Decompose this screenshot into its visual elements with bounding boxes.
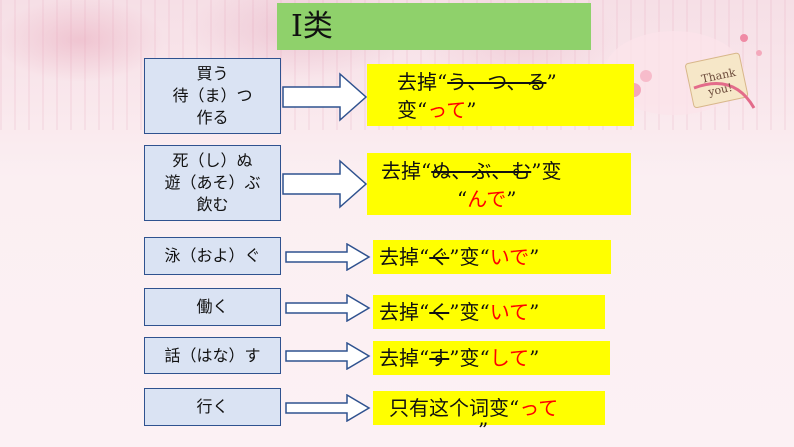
verb-line: 作る — [196, 108, 229, 127]
replacement-kana: んで — [467, 187, 507, 211]
replacement-kana: して — [489, 346, 530, 370]
verb-group-box-1: 買う 待（ま）つ 作る — [144, 58, 281, 134]
verb-line: 死（し）ぬ — [172, 151, 253, 170]
right-arrow-icon — [285, 243, 371, 271]
verb-line: 待（ま）つ — [172, 86, 253, 105]
verb-group-box-6: 行く — [144, 388, 281, 426]
verb-group-box-4: 働く — [144, 288, 281, 326]
verb-group-box-5: 話（はな）す — [144, 337, 281, 374]
page-title: Ⅰ类 — [277, 3, 591, 50]
svg-text:you!: you! — [706, 81, 733, 99]
closing-quote: ” — [478, 418, 489, 442]
verb-line: 働く — [196, 297, 229, 316]
removed-kana: く — [429, 300, 450, 324]
rule-box-3: 去掉“ぐ”变“いで” — [373, 240, 611, 274]
rule-box-6: 只有这个词变“って — [373, 391, 605, 425]
rule-box-4: 去掉“く”变“いて” — [373, 295, 605, 329]
replacement-kana: って — [427, 98, 467, 122]
right-arrow-icon — [285, 394, 371, 422]
removed-kana: ぬ、ぶ、む — [431, 159, 532, 183]
verb-line: 話（はな）す — [164, 345, 261, 365]
removed-kana: ぐ — [429, 245, 450, 269]
rule-box-2: 去掉“ぬ、ぶ、む”变 “んで” — [367, 153, 631, 215]
verb-group-box-3: 泳（およ）ぐ — [144, 237, 281, 275]
verb-line: 遊（あそ）ぶ — [164, 173, 261, 192]
replacement-kana: いで — [489, 245, 530, 269]
rule-box-5: 去掉“す”变“して” — [373, 341, 610, 375]
verb-line: 飲む — [196, 195, 229, 214]
replacement-kana: って — [519, 396, 559, 420]
verb-group-box-2: 死（し）ぬ 遊（あそ）ぶ 飲む — [144, 145, 281, 221]
right-arrow-icon — [285, 294, 371, 322]
removed-kana: す — [429, 346, 450, 370]
verb-line: 行く — [196, 397, 229, 416]
replacement-kana: いて — [489, 300, 530, 324]
verb-line: 泳（およ）ぐ — [164, 246, 261, 265]
rule-box-1: 去掉“う、つ、る” 变“って” — [367, 64, 634, 126]
right-arrow-icon — [285, 342, 371, 370]
right-arrow-icon — [282, 72, 368, 122]
removed-kana: う、つ、る — [447, 70, 547, 94]
right-arrow-icon — [282, 159, 368, 209]
verb-line: 買う — [196, 64, 229, 83]
